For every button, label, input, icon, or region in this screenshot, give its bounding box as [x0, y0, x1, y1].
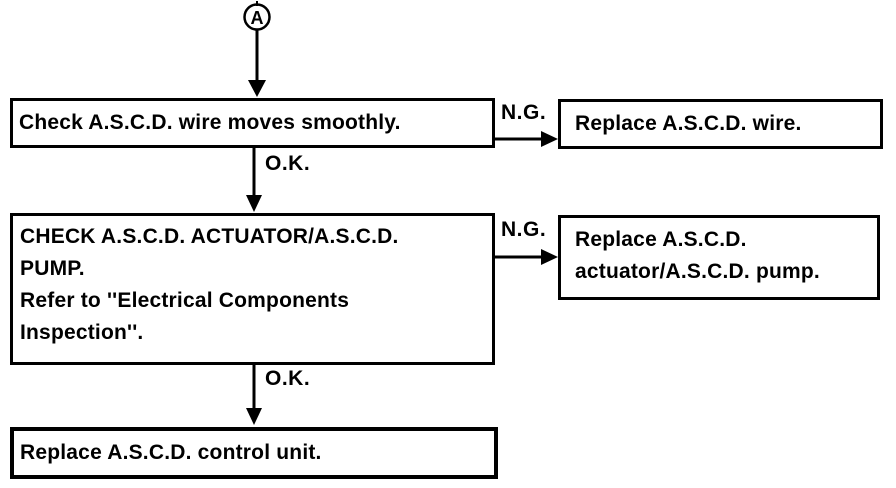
- box-check-wire: Check A.S.C.D. wire moves smoothly.: [10, 98, 495, 148]
- label-ok-2: O.K.: [265, 367, 311, 390]
- box-replace-actuator-line1: Replace A.S.C.D.: [575, 228, 747, 251]
- box-check-actuator-line4: Inspection''.: [20, 321, 144, 344]
- box-check-actuator: CHECK A.S.C.D. ACTUATOR/A.S.C.D. PUMP. R…: [10, 213, 495, 365]
- box-check-actuator-line3: Refer to ''Electrical Components: [20, 289, 350, 312]
- label-ng-2: N.G.: [501, 218, 547, 241]
- arrow-ng-2-icon: [495, 249, 558, 265]
- box-check-actuator-line1: CHECK A.S.C.D. ACTUATOR/A.S.C.D.: [20, 225, 399, 248]
- box-replace-control-unit: Replace A.S.C.D. control unit.: [10, 427, 498, 479]
- box-replace-actuator-line2: actuator/A.S.C.D. pump.: [575, 260, 820, 283]
- box-replace-wire-text: Replace A.S.C.D. wire.: [575, 112, 802, 135]
- arrow-entry-down-icon: [248, 30, 266, 97]
- label-ok-1: O.K.: [265, 152, 311, 175]
- label-ng-1: N.G.: [501, 101, 547, 124]
- connector-a-icon: A: [243, 1, 271, 31]
- arrow-ok-1-icon: [246, 148, 262, 212]
- box-replace-wire: Replace A.S.C.D. wire.: [558, 99, 883, 149]
- box-check-actuator-line2: PUMP.: [20, 257, 85, 280]
- box-check-wire-text: Check A.S.C.D. wire moves smoothly.: [19, 111, 401, 134]
- connector-a-label: A: [251, 8, 264, 28]
- arrow-ng-1-icon: [495, 131, 558, 147]
- box-replace-actuator: Replace A.S.C.D. actuator/A.S.C.D. pump.: [558, 215, 880, 300]
- arrow-ok-2-icon: [246, 365, 262, 425]
- box-replace-control-unit-text: Replace A.S.C.D. control unit.: [20, 441, 322, 464]
